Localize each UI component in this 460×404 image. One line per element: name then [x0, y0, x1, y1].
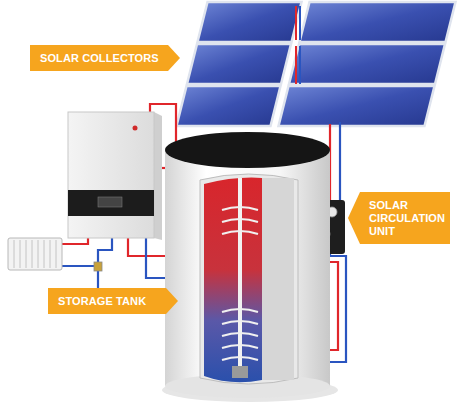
cold-pipe — [299, 6, 301, 40]
radiator-fin — [26, 240, 27, 268]
callout-text: SOLAR CIRCULATION UNIT — [369, 199, 444, 238]
valve-symbol — [94, 262, 102, 271]
callout-fill — [30, 45, 180, 71]
solar-panel — [289, 44, 445, 84]
callout-fill — [48, 288, 178, 314]
tank-inner-wall — [262, 178, 294, 380]
solar-panel — [300, 2, 456, 42]
radiator-fin — [38, 240, 39, 268]
radiator-fin — [56, 240, 57, 268]
callout-text: STORAGE TANK — [58, 295, 160, 308]
hot-pipe — [295, 6, 297, 40]
radiator — [8, 238, 62, 270]
callout-label: SOLAR CIRCULATION UNIT — [348, 192, 450, 244]
tank-flange — [232, 366, 248, 378]
hot-pipe — [60, 238, 88, 244]
heating-pipes — [60, 104, 180, 296]
boiler-indicator — [133, 126, 138, 131]
solar-panels — [177, 2, 456, 126]
callout-fill — [348, 192, 450, 244]
boiler — [68, 112, 162, 240]
hot-pipe — [295, 46, 297, 84]
tank-water — [204, 178, 262, 383]
panel-pipes — [296, 6, 300, 84]
radiator-body — [8, 238, 62, 270]
solar-panel — [279, 86, 435, 126]
callout-text: SOLAR COLLECTORS — [40, 52, 162, 65]
boiler-side — [154, 112, 162, 240]
callout-label: SOLAR COLLECTORS — [30, 45, 180, 71]
radiator-fin — [32, 240, 33, 268]
radiator-fin — [44, 240, 45, 268]
cold-pipe — [339, 122, 341, 202]
radiator-fin — [14, 240, 15, 268]
heat-exchanger-coil — [222, 207, 258, 234]
solar-panel — [177, 86, 281, 126]
boiler-body — [68, 112, 154, 238]
tank-lid — [165, 132, 330, 168]
tank-body — [165, 150, 330, 386]
boiler-display — [98, 197, 122, 207]
solar-panel — [187, 44, 291, 84]
heat-exchanger-coil — [222, 309, 258, 360]
storage-tank — [162, 132, 338, 402]
tank-cutaway — [200, 174, 298, 384]
cold-pipe — [299, 46, 301, 84]
solar-panel — [198, 2, 302, 42]
callout-label: STORAGE TANK — [48, 288, 178, 314]
radiator-fin — [20, 240, 21, 268]
radiator-fin — [50, 240, 51, 268]
boiler-panel — [68, 190, 154, 216]
